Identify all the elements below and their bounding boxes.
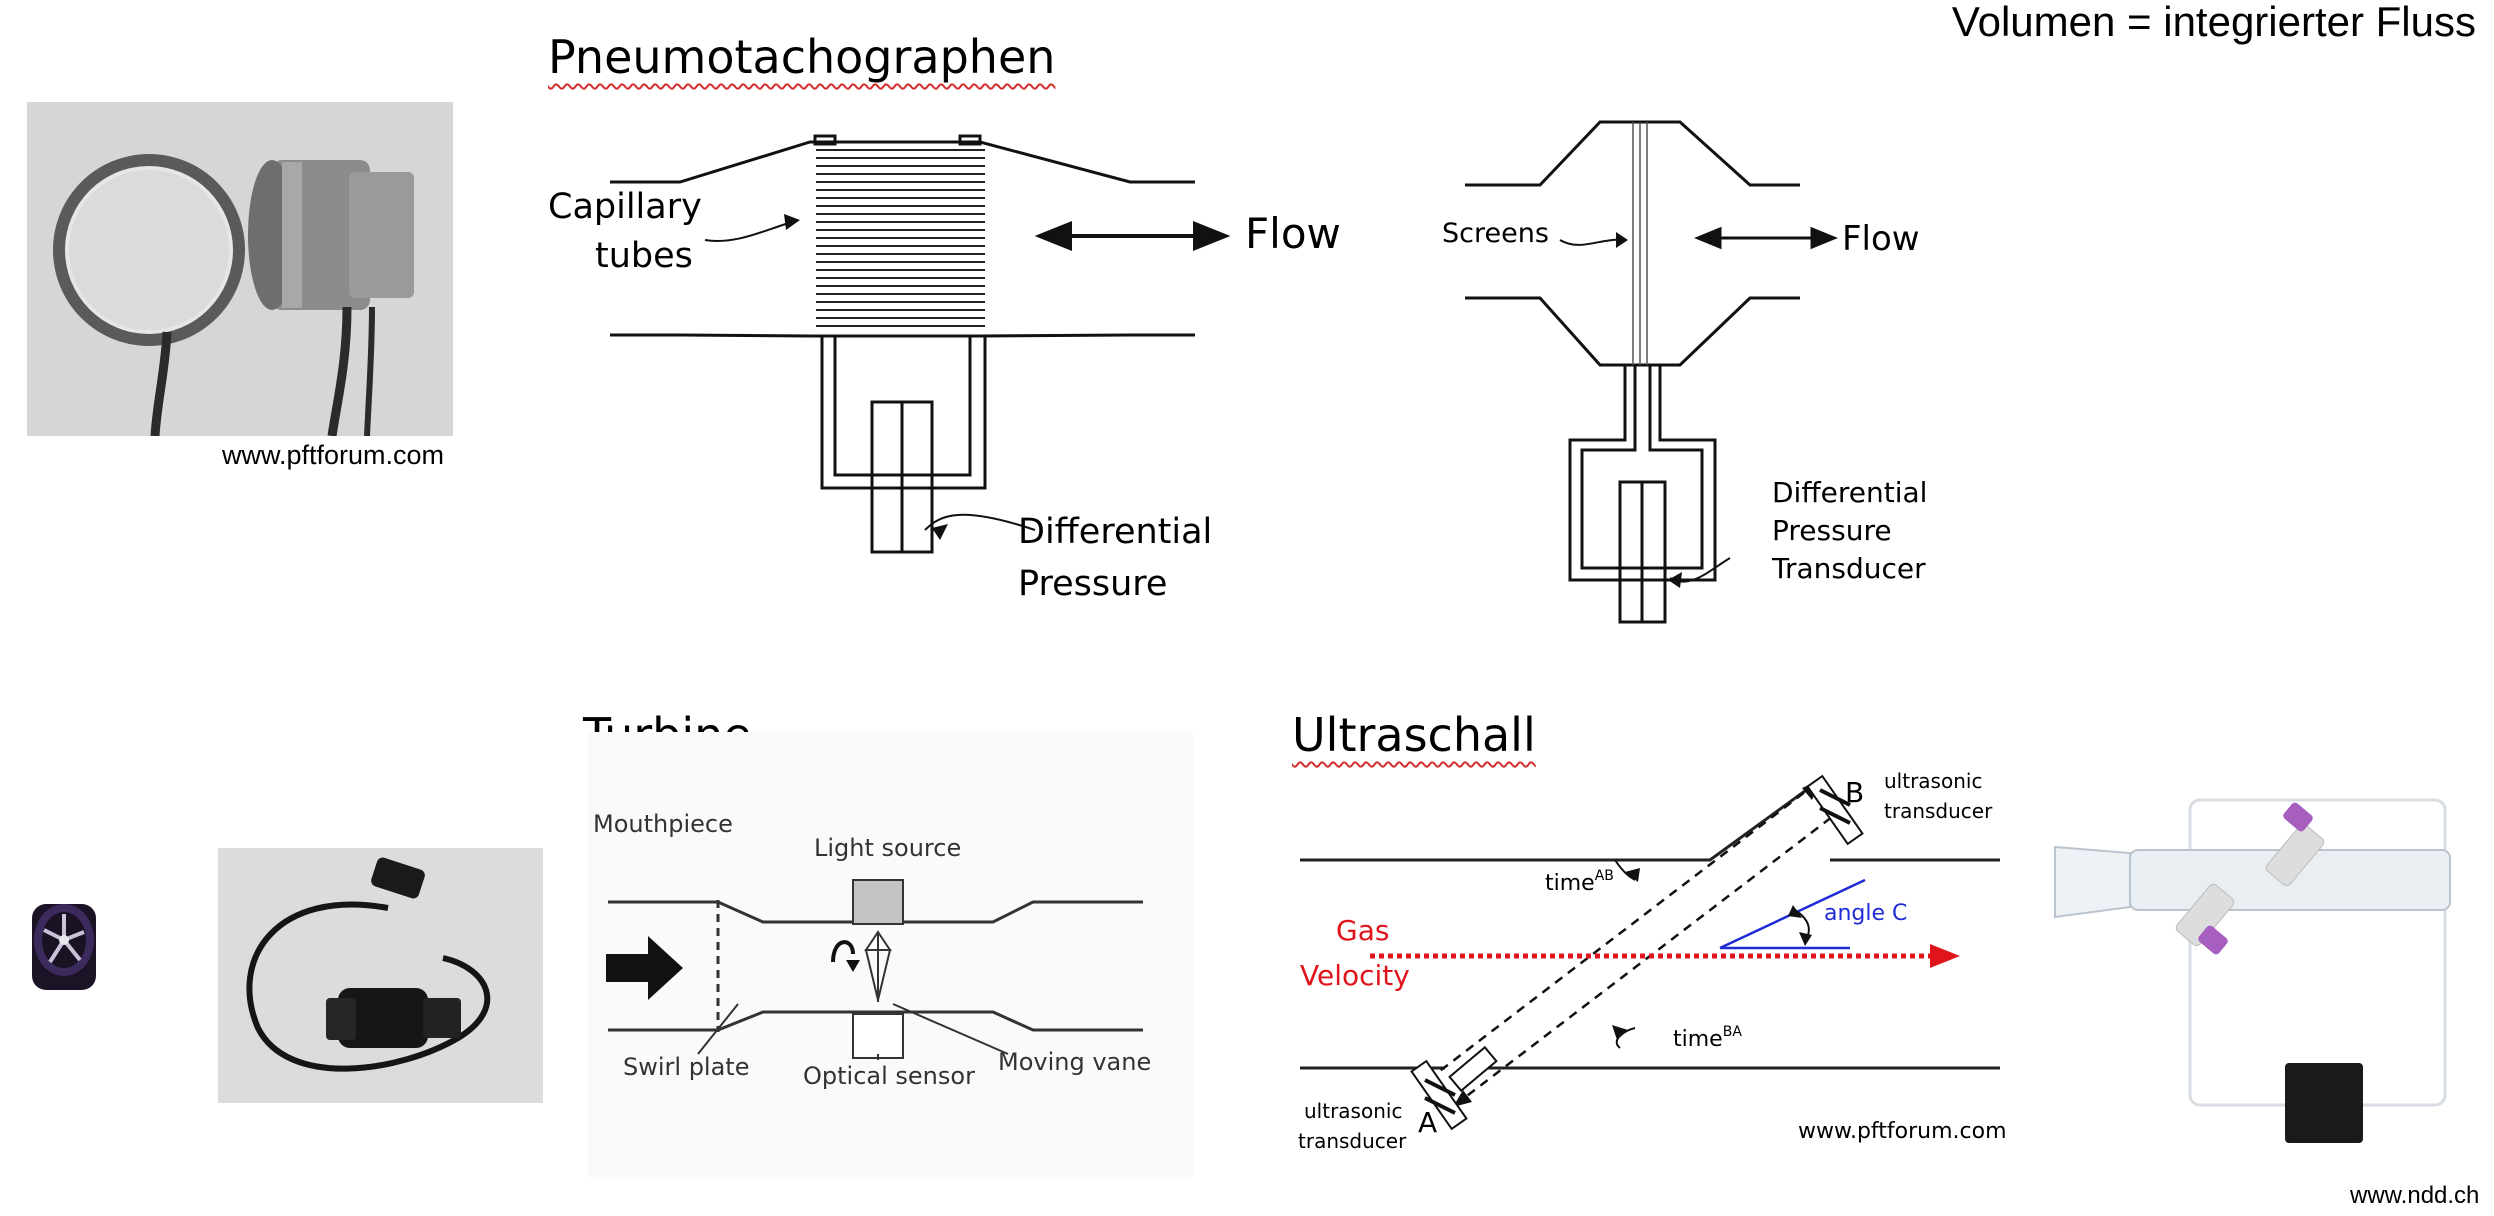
ndd-source: www.ndd.ch — [2350, 1182, 2480, 1209]
transducer-a-letter: A — [1418, 1106, 1437, 1139]
swirl-plate-label: Swirl plate — [623, 1053, 749, 1081]
pneumotach-photo — [27, 102, 453, 436]
mouthpiece-label: Mouthpiece — [593, 810, 733, 838]
dpt-label-line1: Differential — [1772, 476, 1927, 509]
transducer-bottom-line1: ultrasonic — [1304, 1099, 1402, 1123]
gas-label-line2: Velocity — [1300, 959, 1410, 992]
turbine-small-graphic — [32, 904, 96, 990]
transducer-top-line1: ultrasonic — [1884, 769, 1982, 793]
turbine-cable-photo — [218, 848, 543, 1103]
pneumotach-photo-graphic — [27, 102, 453, 436]
optical-sensor-label: Optical sensor — [803, 1062, 975, 1090]
transducer-bottom-line2: transducer — [1298, 1129, 1407, 1153]
pneumo-heading: Pneumotachographen — [548, 30, 1056, 84]
ultrasound-source: www.pftforum.com — [1798, 1119, 2007, 1144]
dpt-label-line3: Transducer — [1771, 552, 1926, 585]
gas-label-line1: Gas — [1336, 914, 1389, 947]
flow-label-right: Flow — [1842, 219, 1920, 259]
screens-label: Screens — [1442, 218, 1549, 249]
light-source-label: Light source — [814, 834, 961, 862]
fleisch-pneumotach-diagram: Capillary tubes Flow Differential Pressu… — [548, 134, 1341, 604]
ndd-device-graphic — [2054, 798, 2451, 1143]
time-ab-label: timeAB — [1545, 868, 1614, 896]
time-ba-label: timeBA — [1673, 1024, 1742, 1052]
capillary-label-line1: Capillary — [548, 187, 702, 227]
transducer-b-letter: B — [1845, 776, 1864, 809]
moving-vane-label: Moving vane — [998, 1048, 1151, 1076]
differential-pressure-line1: Differential — [1018, 512, 1212, 552]
angle-c-label: angle C — [1824, 901, 1907, 926]
turbine-small-photo — [24, 890, 104, 1000]
screen-pneumotach-diagram: Screens Flow Differential Pressure Trans… — [1442, 120, 1927, 624]
ndd-device-photo — [2050, 795, 2470, 1155]
pneumo-photo-source: www.pftforum.com — [222, 440, 445, 470]
ultrasound-diagram: B A ultrasonic transducer ultrasonic tra… — [1298, 769, 2007, 1153]
dpt-label-line2: Pressure — [1772, 514, 1892, 547]
turbine-cable-graphic — [218, 848, 543, 1103]
ultrasound-heading: Ultraschall — [1292, 708, 1536, 762]
flow-label-left: Flow — [1245, 209, 1341, 258]
differential-pressure-line2: Pressure — [1018, 564, 1167, 604]
volume-formula: Volumen = integrierter Fluss — [1951, 0, 2476, 45]
transducer-top-line2: transducer — [1884, 799, 1993, 823]
turbine-diagram: Mouthpiece Light source Swirl plate Opti… — [588, 732, 1193, 1177]
capillary-label-line2: tubes — [595, 236, 693, 276]
